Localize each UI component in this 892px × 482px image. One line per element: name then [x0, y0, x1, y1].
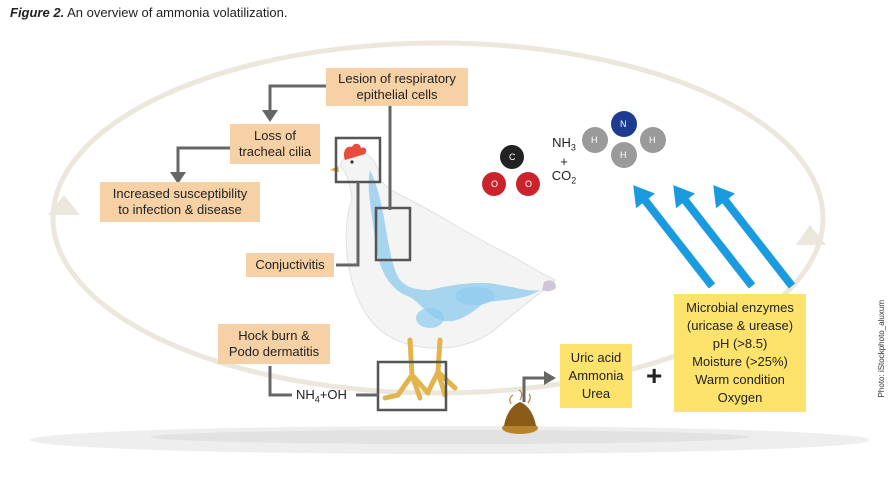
nitrogen-label: N [620, 119, 627, 129]
nh4oh-label: NH4+OH [296, 387, 347, 405]
uric-acid-box: Uric acid Ammonia Urea [560, 344, 632, 408]
conjunctivitis-label: Conjuctivitis [255, 257, 325, 272]
molecule-formula: NH3 + CO2 [548, 136, 580, 187]
oxygen-label-1: O [491, 179, 498, 189]
susceptibility-box: Increased susceptibility to infection & … [100, 182, 260, 222]
nh3-subscript: 3 [570, 142, 576, 153]
conditions-line-2: (uricase & urease) [686, 318, 794, 333]
litter-pile-illustration [502, 389, 538, 434]
hock-burn-box: Hock burn & Podo dermatitis [218, 324, 330, 364]
hock-line-1: Hock burn & [238, 328, 310, 343]
hydrogen-label-3: H [620, 150, 627, 160]
nh3-formula: NH3 [548, 136, 580, 155]
nh3-base: NH [552, 135, 571, 150]
hydrogen-label-2: H [649, 135, 656, 145]
carbon-label: C [509, 152, 516, 162]
formula-plus: + [560, 153, 568, 169]
co2-formula: CO2 [548, 167, 580, 188]
oxygen-atom-1 [482, 172, 506, 196]
conditions-line-3: pH (>8.5) [712, 336, 768, 351]
cilia-box: Loss of tracheal cilia [230, 124, 320, 164]
lesion-box: Lesion of respiratory epithelial cells [326, 68, 468, 106]
cilia-line-2: tracheal cilia [238, 144, 312, 159]
uric-line-1: Uric acid [570, 350, 622, 365]
susceptibility-line-1: Increased susceptibility [112, 186, 248, 201]
nh4-subscript: 4 [314, 394, 320, 405]
carbon-atom [500, 145, 524, 169]
connector-lines [176, 84, 546, 402]
nh4-rest: +OH [319, 387, 347, 402]
nh4-base: NH [296, 387, 315, 402]
co2-base: CO [551, 167, 572, 183]
hydrogen-label-1: H [591, 135, 598, 145]
chicken-illustration [330, 143, 556, 401]
conditions-line-4: Moisture (>25%) [692, 354, 788, 369]
conjunctivitis-box: Conjuctivitis [246, 253, 334, 277]
uric-line-2: Ammonia [568, 368, 624, 383]
photo-credit: Photo: iStockphoto_aluxum [877, 300, 886, 398]
nitrogen-atom [611, 111, 637, 137]
cycle-arrowhead-left [48, 195, 80, 215]
hydrogen-atom-3 [611, 142, 637, 168]
nh3-molecule: N H H H [582, 111, 666, 168]
lesion-line-1: Lesion of respiratory [338, 71, 456, 86]
conditions-box: Microbial enzymes (uricase & urease) pH … [674, 294, 806, 412]
cilia-line-1: Loss of [254, 128, 296, 143]
hydrogen-atom-2 [640, 127, 666, 153]
figure-title: An overview of ammonia volatilization. [64, 5, 288, 20]
hydrogen-atom-1 [582, 127, 608, 153]
figure-caption: Figure 2. An overview of ammonia volatil… [10, 5, 287, 20]
trachea-inset-frame [374, 206, 412, 262]
hock-line-2: Podo dermatitis [228, 344, 320, 359]
connector-arrowheads [170, 110, 556, 385]
lesion-line-2: epithelial cells [356, 87, 438, 102]
feet-inset-frame [376, 360, 448, 412]
oxygen-label-2: O [525, 179, 532, 189]
co2-subscript: 2 [571, 175, 577, 186]
conditions-line-6: Oxygen [717, 390, 763, 405]
conditions-line-1: Microbial enzymes [686, 300, 794, 315]
cycle-ring [50, 40, 826, 396]
cycle-arrowhead-right [796, 225, 826, 245]
oxygen-atom-2 [516, 172, 540, 196]
figure-number: Figure 2. [10, 5, 65, 20]
volatilization-arrows [633, 185, 796, 289]
plus-sign: + [646, 360, 663, 391]
susceptibility-line-2: to infection & disease [118, 202, 242, 217]
conditions-line-5: Warm condition [695, 372, 785, 387]
uric-line-3: Urea [581, 386, 611, 401]
co2-molecule: C O O [482, 145, 540, 196]
